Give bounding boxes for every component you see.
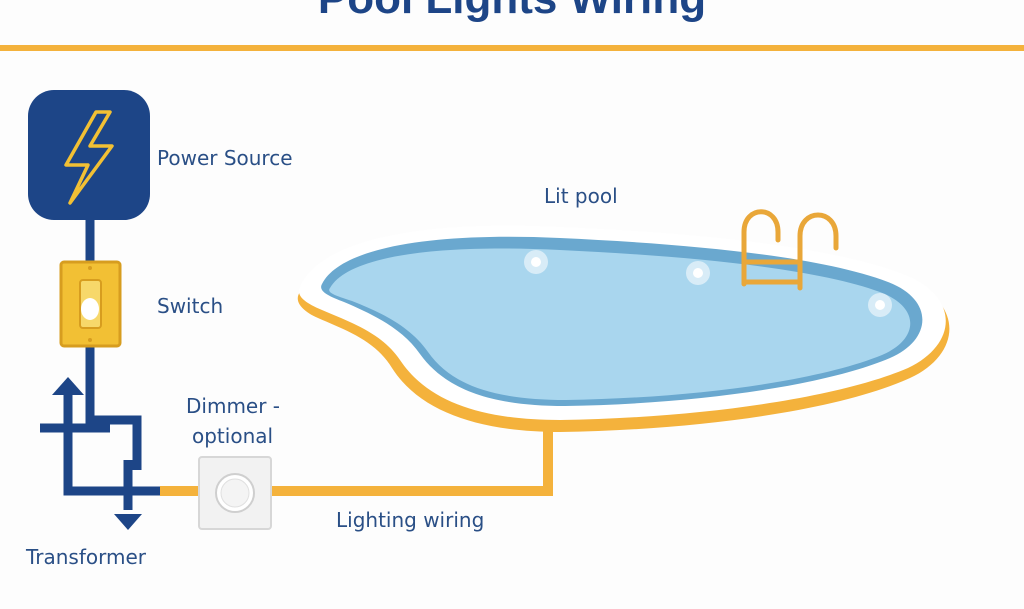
lightning-bolt-icon — [64, 110, 114, 205]
label-switch: Switch — [157, 294, 224, 318]
transformer-arrows-icon — [40, 423, 133, 510]
label-transformer: Transformer — [26, 545, 147, 569]
light-switch-icon — [59, 260, 122, 348]
diagram-title: Pool Lights Wiring — [0, 0, 1024, 24]
label-power-source: Power Source — [157, 146, 293, 170]
lit-pool — [297, 209, 950, 432]
pool-ladder-icon — [741, 209, 839, 291]
dimmer-knob-icon — [198, 456, 272, 530]
title-underline — [0, 45, 1024, 51]
power-source-box — [28, 90, 150, 220]
label-dimmer-line2: optional — [192, 424, 274, 448]
power-wire — [63, 215, 160, 496]
label-lighting-wiring: Lighting wiring — [336, 508, 485, 532]
lighting-wire — [160, 428, 553, 496]
label-dimmer-line1: Dimmer - — [186, 394, 281, 418]
label-lit-pool: Lit pool — [544, 184, 618, 208]
pool-light-glows — [524, 250, 892, 317]
